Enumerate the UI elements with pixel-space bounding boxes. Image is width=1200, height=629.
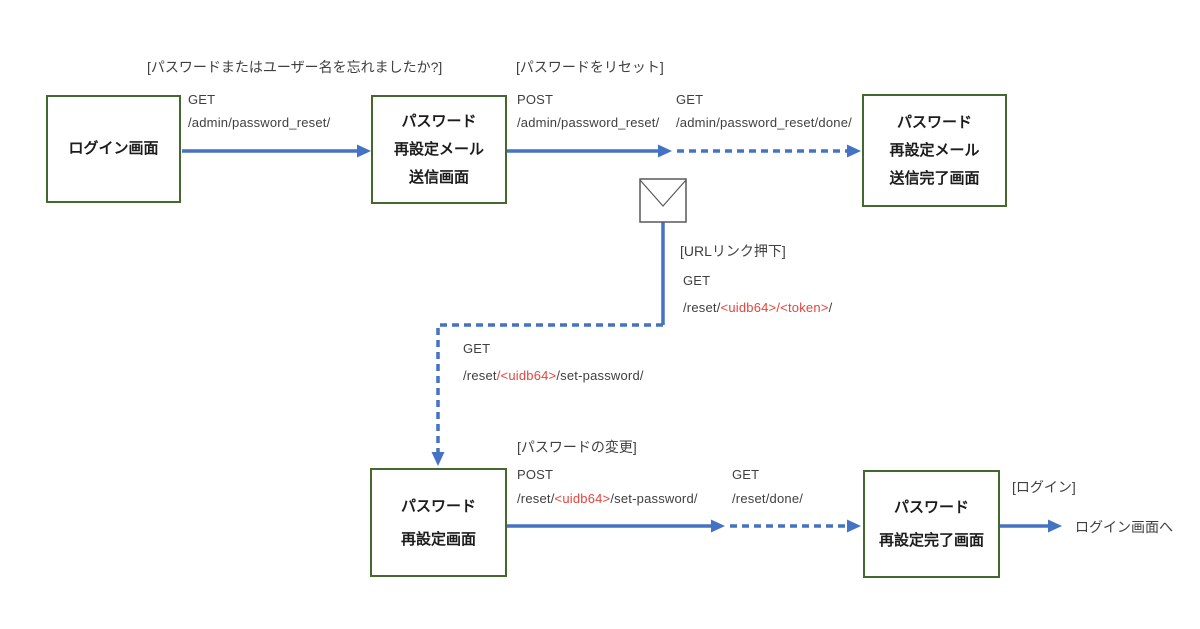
- arrow-get-password-reset-done-dashed: [677, 144, 861, 158]
- url-segment-param: /<uidb64>: [496, 368, 557, 383]
- screen-box-label: 再設定メール: [393, 140, 484, 158]
- url-segment: /reset/: [683, 300, 721, 315]
- annotation-reset-password: [パスワードをリセット]: [516, 59, 664, 75]
- arrow-post-password-reset: [507, 144, 672, 158]
- url-segment-param: <uidb64>/<token>: [720, 300, 829, 315]
- screen-box-label: 再設定完了画面: [878, 532, 984, 549]
- screen-box-label: パスワード: [400, 497, 476, 515]
- screen-box-login: ログイン画面: [46, 95, 181, 203]
- screen-box-label: ログイン画面: [68, 140, 159, 157]
- url-segment: /reset/: [517, 491, 555, 506]
- url-segment-param: <uidb64>: [554, 491, 611, 506]
- method-label-post-reset-set-password: POST: [517, 467, 554, 482]
- arrow-mail-to-reset-screen-dashed: [431, 323, 663, 466]
- screen-box-password-reset: パスワード 再設定画面: [370, 468, 507, 577]
- screen-box-label: 再設定メール: [889, 141, 980, 159]
- envelope-icon: [639, 178, 687, 223]
- screen-box-password-reset-done: パスワード 再設定完了画面: [863, 470, 1000, 578]
- annotation-forgot-password: [パスワードまたはユーザー名を忘れましたか?]: [147, 59, 443, 75]
- url-label-get-reset-done: /reset/done/: [732, 491, 804, 506]
- url-segment: /: [828, 300, 833, 315]
- method-label-get-reset-done: GET: [732, 467, 760, 482]
- arrow-to-login-screen: [1000, 519, 1062, 533]
- url-segment: /reset: [463, 368, 497, 383]
- method-label-get-admin-password-reset-done: GET: [676, 92, 704, 107]
- arrow-get-reset-done-dashed: [730, 519, 861, 533]
- screen-box-password-reset-mail-sent: パスワード 再設定メール 送信完了画面: [862, 94, 1007, 207]
- method-label-get-reset-set-password: GET: [463, 341, 491, 356]
- url-label-get-admin-password-reset-done: /admin/password_reset/done/: [676, 115, 852, 130]
- arrow-login-to-mail-send: [182, 144, 371, 158]
- annotation-login: [ログイン]: [1012, 479, 1076, 495]
- screen-box-label: 再設定画面: [400, 530, 476, 548]
- url-label-get-admin-password-reset: /admin/password_reset/: [188, 115, 331, 130]
- method-label-get-reset-token: GET: [683, 273, 711, 288]
- url-label-post-admin-password-reset: /admin/password_reset/: [517, 115, 660, 130]
- url-label-post-reset-set-password: /reset/<uidb64>/set-password/: [517, 491, 698, 506]
- screen-box-label: 送信画面: [408, 168, 469, 186]
- screen-box-password-reset-mail-send: パスワード 再設定メール 送信画面: [371, 95, 507, 204]
- screen-box-label: パスワード: [401, 112, 477, 130]
- label-to-login-screen: ログイン画面へ: [1075, 519, 1173, 535]
- method-label-get-admin-password-reset: GET: [188, 92, 216, 107]
- screen-box-label: パスワード: [896, 113, 972, 131]
- url-label-get-reset-token: /reset/<uidb64>/<token>/: [683, 300, 832, 315]
- url-segment: /set-password/: [556, 368, 644, 383]
- arrow-post-set-password: [507, 519, 725, 533]
- url-label-get-reset-set-password: /reset/<uidb64>/set-password/: [463, 368, 644, 383]
- annotation-change-password: [パスワードの変更]: [517, 439, 637, 455]
- annotation-url-link-click: [URLリンク押下]: [680, 243, 786, 259]
- url-segment: /set-password/: [610, 491, 698, 506]
- screen-box-label: パスワード: [893, 499, 969, 516]
- method-label-post-admin-password-reset: POST: [517, 92, 554, 107]
- screen-box-label: 送信完了画面: [889, 169, 980, 187]
